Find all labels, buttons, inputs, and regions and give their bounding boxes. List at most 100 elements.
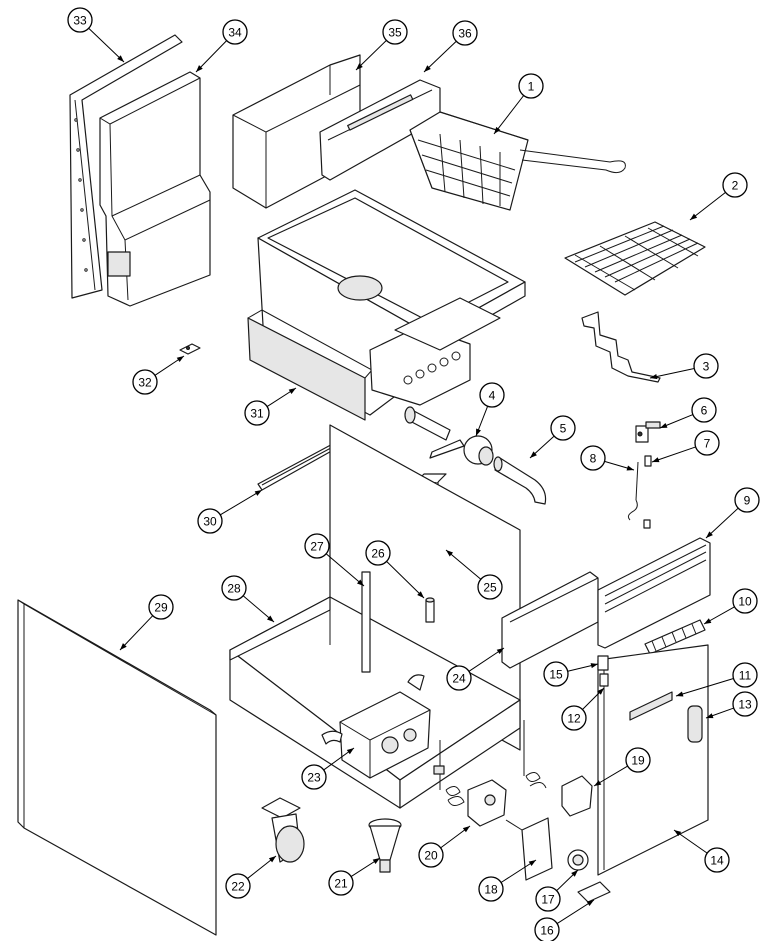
leader-line-33: [88, 27, 125, 63]
callout-circle: [304, 533, 330, 559]
callout-12: 12: [561, 705, 587, 731]
callout-number: 5: [560, 422, 567, 436]
callout-number: 31: [250, 407, 264, 421]
part-12-latch: [599, 673, 609, 687]
callout-number: 27: [310, 540, 324, 554]
leader-arrow-12: [597, 688, 604, 695]
leader-arrow-32: [176, 356, 184, 363]
callout-circle: [132, 369, 158, 395]
callout-23: 23: [301, 764, 327, 790]
leader-arrow-1: [494, 126, 501, 134]
part-28-cabinet-frame: [229, 424, 521, 809]
callout-number: 29: [154, 601, 168, 615]
callout-circle: [225, 873, 251, 899]
callout-circle: [625, 747, 651, 773]
callout-28: 28: [221, 575, 247, 601]
leader-arrow-34: [196, 65, 203, 72]
part-31-fry-pot: [247, 189, 526, 421]
leader-arrow-27: [356, 579, 364, 586]
leader-line-11: [675, 678, 734, 697]
part-18-control-bracket: [505, 817, 553, 881]
callout-18: 18: [478, 876, 504, 902]
callout-5: 5: [550, 415, 576, 441]
leader-arrow-11: [676, 691, 684, 697]
callout-17: 17: [535, 886, 561, 912]
leader-arrow-29: [120, 643, 127, 650]
callout-24: 24: [446, 665, 472, 691]
part-32-clip: [179, 343, 201, 355]
callout-circle: [446, 665, 472, 691]
callout-circle: [365, 540, 391, 566]
leader-line-35: [355, 40, 387, 71]
callout-19: 19: [625, 747, 651, 773]
callout-31: 31: [244, 400, 270, 426]
leader-arrow-16: [586, 900, 594, 906]
callout-11: 11: [732, 662, 758, 688]
callout-circle: [477, 574, 503, 600]
leader-line-34: [195, 40, 227, 73]
callout-number: 23: [307, 771, 321, 785]
callout-circle: [732, 662, 758, 688]
callout-number: 21: [334, 877, 348, 891]
callout-30: 30: [197, 508, 223, 534]
part-19-thermostat: [523, 720, 593, 817]
callout-circle: [221, 575, 247, 601]
part-34-flue-box: [99, 71, 211, 307]
leader-arrow-13: [706, 713, 714, 719]
callout-number: 19: [631, 754, 645, 768]
callout-number: 35: [388, 26, 402, 40]
callout-number: 34: [228, 26, 242, 40]
leader-arrow-35: [356, 63, 363, 70]
part-26-pilot-tube: [425, 597, 435, 623]
callout-6: 6: [691, 397, 717, 423]
leader-arrow-23: [346, 748, 354, 755]
callout-circle: [67, 7, 93, 33]
leader-arrow-3: [650, 373, 658, 380]
leader-arrow-18: [528, 860, 536, 866]
callout-number: 2: [732, 179, 739, 193]
part-16-foot-strip: [577, 881, 611, 903]
leader-arrow-4: [476, 428, 481, 436]
callout-circle: [148, 594, 174, 620]
callout-15: 15: [543, 661, 569, 687]
leader-line-36: [423, 40, 457, 73]
leader-arrow-10: [704, 618, 712, 624]
leader-arrow-8: [626, 465, 634, 471]
leader-arrow-28: [266, 615, 274, 622]
callout-circle: [580, 445, 606, 471]
part-10-louver: [644, 619, 706, 655]
callout-circle: [691, 397, 717, 423]
callout-circle: [535, 886, 561, 912]
leader-arrow-21: [372, 858, 380, 864]
part-17-knob: [567, 849, 589, 871]
callout-circle: [543, 661, 569, 687]
leader-line-30: [220, 489, 263, 516]
part-14-door: [597, 644, 709, 876]
leader-line-1: [493, 95, 525, 135]
leader-arrow-7: [652, 457, 660, 463]
callout-circle: [550, 415, 576, 441]
leader-arrow-2: [690, 213, 698, 220]
part-29-side-panel: [17, 599, 217, 936]
leader-line-3: [649, 368, 695, 379]
callout-number: 30: [203, 515, 217, 529]
callout-circle: [734, 487, 760, 513]
leader-arrow-22: [268, 856, 276, 863]
part-20-control-valve: [433, 740, 507, 827]
callout-number: 8: [590, 452, 597, 466]
callout-number: 11: [739, 669, 752, 683]
callout-circle: [479, 382, 505, 408]
callout-number: 9: [744, 494, 751, 508]
part-7-orifice: [644, 455, 652, 467]
part-4-drain-valve: [404, 406, 494, 466]
callout-20: 20: [418, 842, 444, 868]
callout-1: 1: [518, 73, 544, 99]
callout-27: 27: [304, 533, 330, 559]
leader-arrow-19: [594, 780, 602, 786]
callout-circle: [694, 430, 720, 456]
callout-circle: [534, 917, 560, 941]
callout-circle: [561, 705, 587, 731]
callout-number: 1: [528, 80, 535, 94]
leader-line-29: [119, 615, 154, 651]
part-27-upright: [361, 571, 371, 673]
